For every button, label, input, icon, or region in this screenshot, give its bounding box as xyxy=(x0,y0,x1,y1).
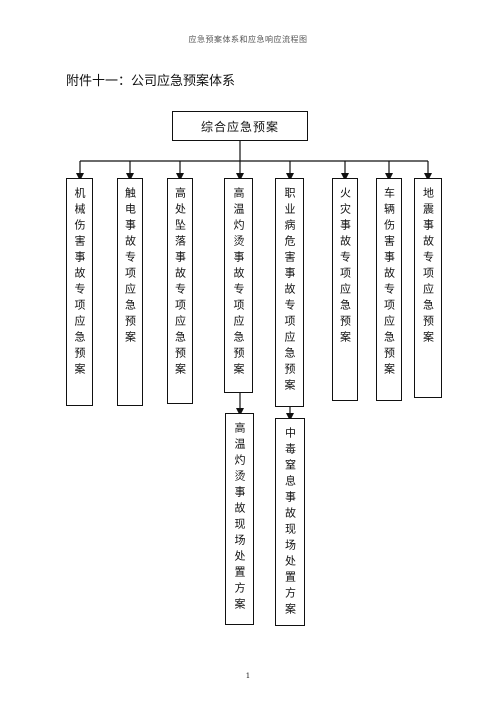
root-plan-box: 综合应急预案 xyxy=(172,111,308,141)
page-header: 应急预案体系和应急响应流程图 xyxy=(188,35,308,44)
plan-label: 地震事故专项应急预案 xyxy=(421,187,435,347)
plan-label: 职业病危害事故专项应急预案 xyxy=(283,187,296,395)
root-plan-label: 综合应急预案 xyxy=(200,119,279,134)
document-title: 附件十一：公司应急预案体系 xyxy=(66,74,236,89)
plan-label: 触电事故专项应急预案 xyxy=(123,187,137,347)
plan-label: 高温灼烫事故专项应急预案 xyxy=(232,187,245,379)
plan-box-earthquake: 地震事故专项应急预案 xyxy=(414,178,442,398)
plan-box-vehicle-injury: 车辆伤害事故专项应急预案 xyxy=(376,178,402,401)
plan-box-occupational-disease: 职业病危害事故专项应急预案 xyxy=(275,178,304,407)
plan-label: 车辆伤害事故专项应急预案 xyxy=(382,187,396,379)
plan-box-mechanical-injury: 机械伤害事故专项应急预案 xyxy=(66,178,93,406)
sub-plan-box-high-temp-burn: 高温灼烫事故现场处置方案 xyxy=(225,413,254,625)
page-number: 1 xyxy=(245,672,251,680)
plan-box-high-temp-burn: 高温灼烫事故专项应急预案 xyxy=(224,178,253,393)
plan-label: 机械伤害事故专项应急预案 xyxy=(73,187,86,379)
plan-box-fire: 火灾事故专项应急预案 xyxy=(332,178,358,401)
plan-label: 火灾事故专项应急预案 xyxy=(338,187,352,347)
plan-box-fall-from-height: 高处坠落事故专项应急预案 xyxy=(167,178,193,404)
plan-label: 高处坠落事故专项应急预案 xyxy=(173,187,187,379)
sub-plan-box-poisoning-suffocation: 中毒窒息事故现场处置方案 xyxy=(275,418,305,626)
sub-plan-label: 中毒窒息事故现场处置方案 xyxy=(283,427,297,619)
sub-plan-label: 高温灼烫事故现场处置方案 xyxy=(233,422,246,614)
plan-box-electric-shock: 触电事故专项应急预案 xyxy=(117,178,143,406)
